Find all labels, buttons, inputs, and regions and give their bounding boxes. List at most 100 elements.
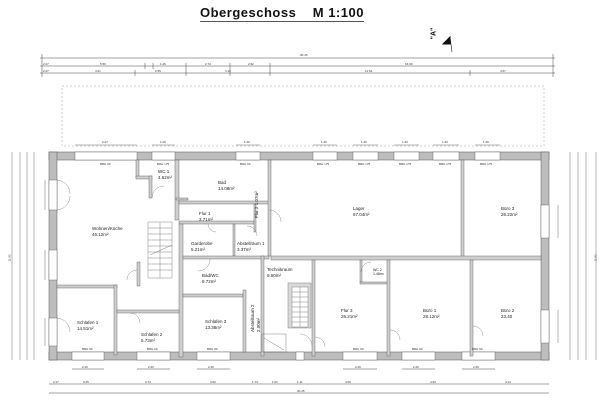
dimension-label: 30.45 bbox=[297, 389, 305, 393]
dimension-label: 2.27 bbox=[43, 62, 49, 66]
bottom-windows bbox=[71, 351, 496, 361]
window-dimension-label: 1.26 bbox=[361, 140, 367, 144]
door-swings bbox=[56, 179, 484, 348]
window-dimension-label: 1.26 bbox=[160, 140, 166, 144]
roof-outline bbox=[61, 85, 545, 147]
window-dimension-label: 2.26 bbox=[413, 365, 419, 369]
dimension-label: 4.61 bbox=[95, 69, 101, 73]
dimension-label: 4.94 bbox=[430, 380, 436, 384]
room-name: Wohnen/Küche bbox=[92, 226, 123, 231]
room-area: 5.73m² bbox=[141, 338, 156, 343]
room-name: Schlafen 2 bbox=[141, 332, 163, 337]
room-name: Flur 2 bbox=[254, 206, 259, 218]
dimension-label: 2.92 bbox=[248, 62, 254, 66]
window-label: BRH 90 bbox=[240, 162, 251, 166]
room-area: 5.21m² bbox=[191, 247, 206, 252]
bottom-dimension-lines bbox=[49, 368, 549, 394]
room-name: Technikraum bbox=[267, 267, 293, 272]
dimension-label: 1.74 bbox=[252, 380, 258, 384]
room-area: 28.12m² bbox=[423, 314, 440, 319]
room-flur-2: Flur 2 1.07m² bbox=[254, 191, 260, 218]
room-name: Flur 1 bbox=[199, 211, 211, 216]
dimension-label: 1.26 bbox=[160, 62, 166, 66]
window-label: BRH 90 bbox=[412, 347, 423, 351]
window-label: BRH 90 bbox=[100, 162, 111, 166]
room-name: Schlafen 1 bbox=[77, 320, 99, 325]
room-area: 1.07m² bbox=[254, 191, 259, 206]
window-dimension-label: 1.26 bbox=[321, 140, 327, 144]
dimension-label: 4.67 bbox=[500, 69, 506, 73]
window-dimension-label: 2.26 bbox=[208, 365, 214, 369]
room-name: Lager bbox=[353, 206, 365, 211]
room-name: Bad bbox=[218, 180, 227, 185]
window-label: BRH 90 bbox=[207, 347, 218, 351]
window-dimension-label: 2.26 bbox=[473, 365, 479, 369]
room-area: 26.22m² bbox=[501, 212, 518, 217]
room-name: Abstellraum 2 bbox=[250, 304, 255, 332]
window-dimension-label: 1.26 bbox=[244, 140, 250, 144]
room-area: 26.21m² bbox=[341, 314, 358, 319]
window-label: BRH 90 bbox=[147, 347, 158, 351]
section-arrow-icon bbox=[441, 35, 453, 53]
room-name: Büro 1 bbox=[423, 308, 437, 313]
plan-title: Obergeschoss M 1:100 bbox=[200, 5, 364, 22]
window-dimension-label: 2.26 bbox=[148, 365, 154, 369]
dimension-label: 2.74 bbox=[205, 62, 211, 66]
top-windows bbox=[74, 151, 501, 161]
room-name: Schlafen 3 bbox=[205, 319, 227, 324]
side-windows bbox=[48, 179, 550, 347]
room-area: 23.40 bbox=[501, 314, 513, 319]
dimension-label: 2.27 bbox=[53, 380, 59, 384]
room-area: 67.04m² bbox=[353, 212, 370, 217]
room-area: 2.00m² bbox=[256, 317, 261, 332]
room-name: Büro 2 bbox=[501, 308, 515, 313]
room-name: Abstellraum 1 bbox=[237, 241, 265, 246]
window-label: BRH 90 bbox=[472, 347, 483, 351]
room-area: 14.51m² bbox=[77, 326, 94, 331]
room-name: WC 1 bbox=[158, 169, 170, 174]
dimension-label: 2.27 bbox=[43, 69, 49, 73]
top-dimension-lines bbox=[40, 54, 555, 77]
room-area: 3.71m² bbox=[199, 217, 214, 222]
window-label: BRH 175 bbox=[399, 162, 412, 166]
room-name: Bad/WC bbox=[202, 273, 219, 278]
dimension-label: 5.56 bbox=[100, 62, 106, 66]
room-name: Büro 3 bbox=[501, 206, 515, 211]
dimension-label: 1.11 bbox=[297, 380, 303, 384]
window-label: BRH 175 bbox=[358, 162, 371, 166]
interior-walls bbox=[56, 159, 542, 358]
staircase-right bbox=[261, 282, 312, 353]
window-label: BRH 90 bbox=[353, 347, 364, 351]
window-dimension-label: 1.26 bbox=[483, 140, 489, 144]
overall-height-label: 11.92 bbox=[593, 254, 598, 262]
window-dimension-label: 1.26 bbox=[442, 140, 448, 144]
room-area: 45.12m² bbox=[92, 232, 109, 237]
dimension-label: 3.60 bbox=[210, 380, 216, 384]
dimension-label: 4.00 bbox=[345, 380, 351, 384]
room-area: 14.08m² bbox=[218, 186, 235, 191]
window-label: BRH 175 bbox=[439, 162, 452, 166]
window-label: BRH 175 bbox=[157, 162, 170, 166]
room-area: 13.38m² bbox=[205, 325, 222, 330]
window-dimension-label: 2.26 bbox=[355, 365, 361, 369]
right-dimension-lines bbox=[557, 152, 597, 360]
room-name: Flur 3 bbox=[341, 308, 353, 313]
window-dimension-label: 1.26 bbox=[402, 140, 408, 144]
window-label: BRH 175 bbox=[480, 162, 493, 166]
dimension-label: 1.01 bbox=[272, 380, 278, 384]
